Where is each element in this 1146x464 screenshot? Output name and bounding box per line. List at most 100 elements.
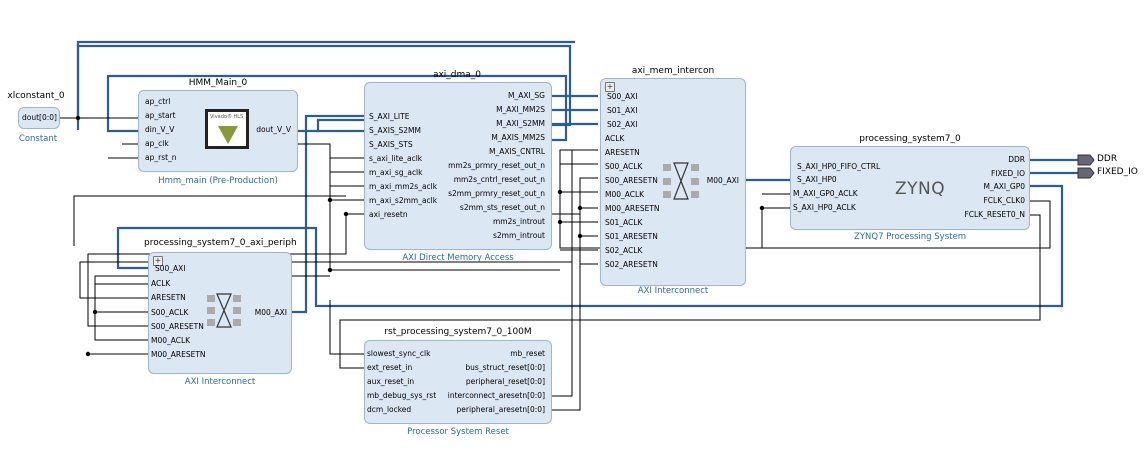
rst-port-peripheral-aresetn[interactable]: peripheral_aresetn[0:0] <box>456 405 545 414</box>
dma-port-lite-aclk[interactable]: s_axi_lite_aclk <box>369 154 423 163</box>
mem-port-s01-aclk[interactable]: S01_ACLK <box>605 218 643 227</box>
net-ic-aresetn2 <box>79 261 572 299</box>
hmm-port-ap-clk[interactable]: ap_clk <box>145 139 169 148</box>
hls-logo-text: Vivado® HLS <box>210 114 244 120</box>
ps7-block[interactable]: S_AXI_HP0_FIFO_CTRL S_AXI_HP0 M_AXI_GP0_… <box>790 146 1030 230</box>
net-p-aresetn8 <box>73 195 346 246</box>
rst-port-ext-reset-in[interactable]: ext_reset_in <box>367 363 413 372</box>
ps7-port-fixed-io[interactable]: FIXED_IO <box>990 169 1025 178</box>
rst-port-mb-debug-sys-rst[interactable]: mb_debug_sys_rst <box>367 391 437 400</box>
mem-port-m00-axi[interactable]: M00_AXI <box>706 176 739 185</box>
dma-port-m-axi-sg[interactable]: M_AXI_SG <box>507 91 545 100</box>
dma-port-s2mm-aclk[interactable]: m_axi_s2mm_aclk <box>369 196 438 205</box>
crossbar-icon <box>663 162 699 200</box>
ps7-port-s-axi-hp0[interactable]: S_AXI_HP0 <box>797 175 837 184</box>
periph-port-m00-aresetn[interactable]: M00_ARESETN <box>151 350 206 359</box>
net-p-aresetn6 <box>87 214 347 327</box>
mem-port-s02-axi[interactable]: S02_AXI <box>607 120 638 129</box>
dma-port-m-axi-s2mm[interactable]: M_AXI_S2MM <box>496 119 545 128</box>
external-ports-shapes <box>1077 154 1095 179</box>
bus-gp0 <box>116 184 1064 308</box>
periph-port-aresetn[interactable]: ARESETN <box>151 293 186 302</box>
net-p-aresetn <box>552 177 598 411</box>
zynq-logo-icon: ZYNQ <box>895 179 946 199</box>
rst-title: rst_processing_system7_0_100M <box>384 327 532 337</box>
mem-expand-icon[interactable]: + <box>605 82 615 92</box>
dma-port-axi-resetn[interactable]: axi_resetn <box>369 210 408 219</box>
mem-port-m00-aclk[interactable]: M00_ACLK <box>605 190 645 199</box>
mem-port-s00-aresetn[interactable]: S00_ARESETN <box>605 176 658 185</box>
mem-port-aclk[interactable]: ACLK <box>605 134 625 143</box>
mem-port-aresetn[interactable]: ARESETN <box>605 148 640 157</box>
dma-port-s-axis-sts[interactable]: S_AXIS_STS <box>369 140 413 149</box>
dma-port-m-axis-cntrl[interactable]: M_AXIS_CNTRL <box>488 147 545 156</box>
bus-dma-to-hmm <box>106 74 568 142</box>
hmm-subtitle: Hmm_main (Pre-Production) <box>158 176 278 186</box>
constant-block[interactable]: dout[0:0] <box>18 107 60 129</box>
periph-expand-icon[interactable]: + <box>153 256 163 266</box>
mem-title: axi_mem_intercon <box>631 66 715 76</box>
mem-port-s02-aclk[interactable]: S02_ACLK <box>605 246 643 255</box>
hmm-block[interactable]: ap_ctrl ap_start din_V_V ap_clk ap_rst_n… <box>138 90 298 172</box>
rst-port-dcm-locked[interactable]: dcm_locked <box>367 405 412 414</box>
periph-port-aclk[interactable]: ACLK <box>151 279 171 288</box>
mem-port-m00-aresetn[interactable]: M00_ARESETN <box>605 204 660 213</box>
ps7-port-hp0-fifo-ctrl[interactable]: S_AXI_HP0_FIFO_CTRL <box>797 162 881 171</box>
hmm-port-ap-start[interactable]: ap_start <box>145 111 176 120</box>
dma-port-s2mm-introut[interactable]: s2mm_introut <box>492 231 545 240</box>
dma-port-mm2s-cntrl-reset[interactable]: mm2s_cntrl_reset_out_n <box>453 175 545 184</box>
net-fclk16 <box>329 300 364 355</box>
rst-port-interconnect-aresetn[interactable]: interconnect_aresetn[0:0] <box>447 391 545 400</box>
ps7-port-gp0-aclk[interactable]: M_AXI_GP0_ACLK <box>793 189 858 198</box>
ddr-port-label[interactable]: DDR <box>1097 154 1118 164</box>
ps7-port-hp0-aclk[interactable]: S_AXI_HP0_ACLK <box>793 203 856 212</box>
hmm-port-ap-rst[interactable]: ap_rst_n <box>145 153 177 162</box>
mem-port-s00-aclk[interactable]: S00_ACLK <box>605 162 643 171</box>
rst-block[interactable]: slowest_sync_clk ext_reset_in aux_reset_… <box>364 340 552 424</box>
mem-port-s01-axi[interactable]: S01_AXI <box>607 106 638 115</box>
ps7-port-ddr[interactable]: DDR <box>1008 155 1025 164</box>
dma-port-m-axi-mm2s[interactable]: M_AXI_MM2S <box>496 105 545 114</box>
net-fclk <box>761 200 1051 249</box>
mem-block[interactable]: + S00_AXI S01_AXI S02_AXI ACLK ARESETN S… <box>600 78 746 286</box>
dma-port-m-axis-mm2s[interactable]: M_AXIS_MM2S <box>491 133 545 142</box>
rst-port-bus-struct-reset[interactable]: bus_struct_reset[0:0] <box>465 363 545 372</box>
rst-port-aux-reset-in[interactable]: aux_reset_in <box>367 377 415 386</box>
dma-port-mm2s-introut[interactable]: mm2s_introut <box>492 217 545 226</box>
dma-port-s2mm-prmry-reset[interactable]: s2mm_prmry_reset_out_n <box>448 189 545 198</box>
crossbar-icon <box>207 293 241 328</box>
ps7-port-m-axi-gp0[interactable]: M_AXI_GP0 <box>983 182 1025 191</box>
mem-port-s00-axi[interactable]: S00_AXI <box>607 92 638 101</box>
dma-block[interactable]: S_AXI_LITE S_AXIS_S2MM S_AXIS_STS s_axi_… <box>364 82 552 250</box>
constant-port-dout[interactable]: dout[0:0] <box>22 113 57 122</box>
rst-subtitle: Processor System Reset <box>407 427 509 437</box>
dma-port-s2mm-sts-reset[interactable]: s2mm_sts_reset_out_n <box>459 203 545 212</box>
bus-periph-to-dma <box>292 114 364 314</box>
mem-port-s01-aresetn[interactable]: S01_ARESETN <box>605 232 658 241</box>
periph-block[interactable]: + S00_AXI ACLK ARESETN S00_ACLK S00_ARES… <box>148 252 292 374</box>
hmm-port-din[interactable]: din_V_V <box>145 125 175 134</box>
dma-port-sg-aclk[interactable]: m_axi_sg_aclk <box>369 168 423 177</box>
periph-port-s00-aclk[interactable]: S00_ACLK <box>151 308 189 317</box>
dma-port-s-axi-lite[interactable]: S_AXI_LITE <box>369 112 410 121</box>
periph-port-m00-axi[interactable]: M00_AXI <box>254 308 287 317</box>
periph-subtitle: AXI Interconnect <box>184 377 256 387</box>
dma-port-s-axis-s2mm[interactable]: S_AXIS_S2MM <box>369 126 421 135</box>
hls-triangle-icon <box>218 126 238 144</box>
periph-port-s00-axi[interactable]: S00_AXI <box>155 264 186 273</box>
dma-port-mm2s-prmry-reset[interactable]: mm2s_prmry_reset_out_n <box>448 161 545 170</box>
periph-port-m00-aclk[interactable]: M00_ACLK <box>151 336 191 345</box>
hmm-port-dout[interactable]: dout_V_V <box>256 125 291 134</box>
constant-subtitle: Constant <box>18 134 58 144</box>
rst-port-mb-reset[interactable]: mb_reset <box>510 349 545 358</box>
mem-subtitle: AXI Interconnect <box>637 286 709 296</box>
ps7-port-fclk-clk0[interactable]: FCLK_CLK0 <box>983 196 1025 205</box>
dma-port-mm2s-aclk[interactable]: m_axi_mm2s_aclk <box>369 182 438 191</box>
ps7-port-fclk-reset0[interactable]: FCLK_RESET0_N <box>964 210 1025 219</box>
rst-port-peripheral-reset[interactable]: peripheral_reset[0:0] <box>465 377 545 386</box>
fixed-io-port-label[interactable]: FIXED_IO <box>1097 167 1138 177</box>
mem-port-s02-aresetn[interactable]: S02_ARESETN <box>605 260 658 269</box>
rst-port-slowest-sync-clk[interactable]: slowest_sync_clk <box>367 349 431 358</box>
hmm-port-ap-ctrl[interactable]: ap_ctrl <box>145 97 171 106</box>
periph-port-s00-aresetn[interactable]: S00_ARESETN <box>151 322 204 331</box>
